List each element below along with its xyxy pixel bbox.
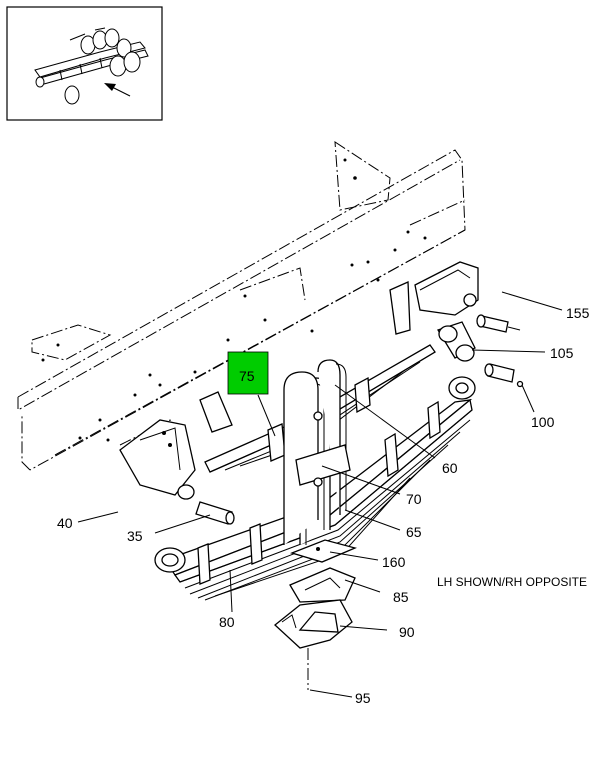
- bottom-plate: [274, 599, 353, 649]
- frame-rivets: [41, 158, 427, 442]
- callout-155[interactable]: 155: [566, 305, 590, 321]
- leader-lines: [77, 291, 563, 698]
- inset-chassis-icon: [34, 27, 149, 105]
- axle-seat: [289, 567, 356, 603]
- shackle-pin-upper: [476, 314, 521, 333]
- spacer-plate: [290, 539, 357, 563]
- callout-40[interactable]: 40: [57, 515, 73, 531]
- locator-inset: [6, 6, 163, 121]
- callout-160[interactable]: 160: [382, 554, 406, 570]
- callout-65[interactable]: 65: [406, 524, 422, 540]
- callout-100[interactable]: 100: [531, 414, 555, 430]
- orientation-note: LH SHOWN/RH OPPOSITE: [437, 575, 587, 589]
- callout-80[interactable]: 80: [219, 614, 235, 630]
- front-hanger-bracket: [119, 391, 233, 500]
- frame-rail: [17, 141, 466, 471]
- callout-105[interactable]: 105: [550, 345, 574, 361]
- main-leaf-spring: [154, 376, 476, 601]
- front-spring-pin: [195, 501, 235, 525]
- callout-90[interactable]: 90: [399, 624, 415, 640]
- callout-85[interactable]: 85: [393, 589, 409, 605]
- callout-70[interactable]: 70: [406, 491, 422, 507]
- shackle-pin-lower: [484, 363, 524, 388]
- inset-arrow-icon: [104, 83, 131, 97]
- callout-95[interactable]: 95: [355, 690, 371, 706]
- callout-60[interactable]: 60: [442, 460, 458, 476]
- rear-hanger-bracket: [389, 261, 479, 335]
- spring-spacer: [295, 411, 351, 487]
- callout-75[interactable]: 75: [239, 368, 255, 384]
- callout-35[interactable]: 35: [127, 528, 143, 544]
- shackle-bushing: [437, 321, 476, 362]
- highlight-box[interactable]: [227, 351, 269, 395]
